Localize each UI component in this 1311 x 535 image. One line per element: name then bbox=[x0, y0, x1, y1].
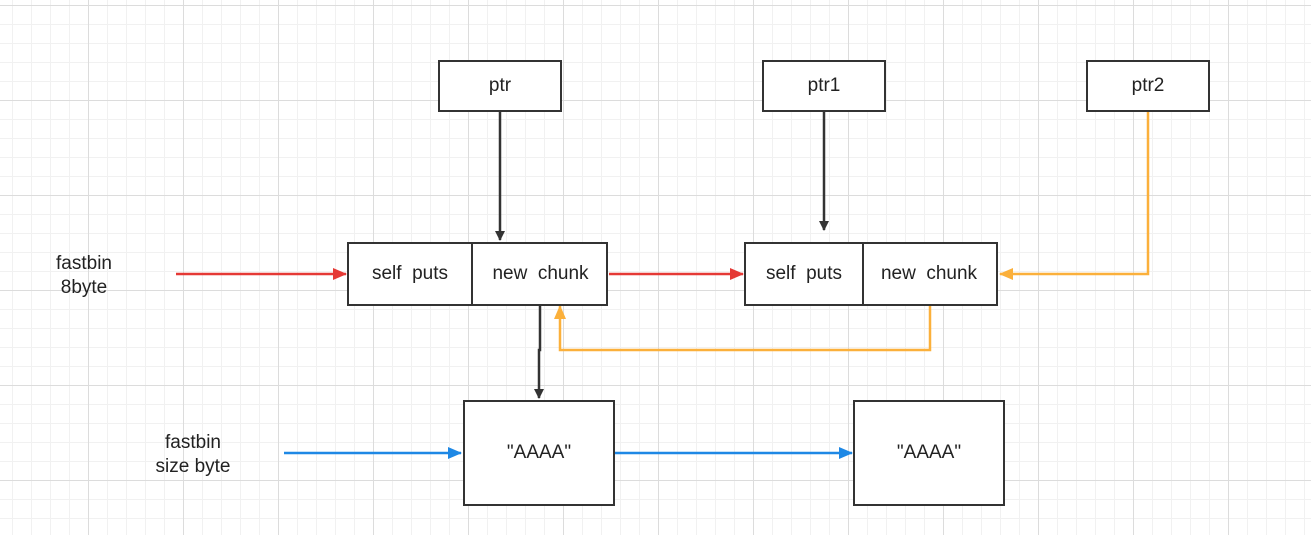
fastbin-8byte-label: fastbin 8byte bbox=[42, 252, 126, 300]
fastbin-size-line2: size byte bbox=[155, 456, 231, 477]
chunk-1: self puts new chunk bbox=[347, 242, 608, 306]
ptr1-box: ptr1 bbox=[762, 60, 886, 112]
chunk-1-self-puts: self puts bbox=[349, 244, 473, 304]
data-box-1: "AAAA" bbox=[463, 400, 615, 506]
data-box-2: "AAAA" bbox=[853, 400, 1005, 506]
ptr1-label: ptr1 bbox=[807, 75, 841, 96]
ptr2-box: ptr2 bbox=[1086, 60, 1210, 112]
ptr-label: ptr bbox=[488, 75, 512, 96]
fastbin-size-line1: fastbin bbox=[165, 432, 221, 453]
chunk-2-left-label: self puts bbox=[765, 263, 843, 284]
ptr2-label: ptr2 bbox=[1131, 75, 1165, 96]
chunk-1-new-chunk: new chunk bbox=[475, 244, 606, 304]
fastbin-8byte-line1: fastbin bbox=[56, 253, 112, 274]
fastbin-8byte-line2: 8byte bbox=[60, 277, 108, 298]
data-box-2-label: "AAAA" bbox=[896, 442, 962, 463]
chunk-2-new-chunk: new chunk bbox=[862, 244, 996, 304]
ptr-box: ptr bbox=[438, 60, 562, 112]
arrow-newchunk-to-data1 bbox=[534, 306, 544, 399]
fastbin-size-label: fastbin size byte bbox=[143, 431, 243, 479]
chunk-2-self-puts: self puts bbox=[746, 244, 864, 304]
arrow-chunk2-to-chunk1 bbox=[554, 305, 932, 352]
data-box-1-label: "AAAA" bbox=[506, 442, 572, 463]
chunk-2-right-label: new chunk bbox=[880, 263, 978, 284]
arrow-ptr2-to-chunk2 bbox=[999, 112, 1150, 280]
chunk-1-left-label: self puts bbox=[371, 263, 449, 284]
chunk-1-right-label: new chunk bbox=[492, 263, 589, 284]
chunk-2: self puts new chunk bbox=[744, 242, 998, 306]
